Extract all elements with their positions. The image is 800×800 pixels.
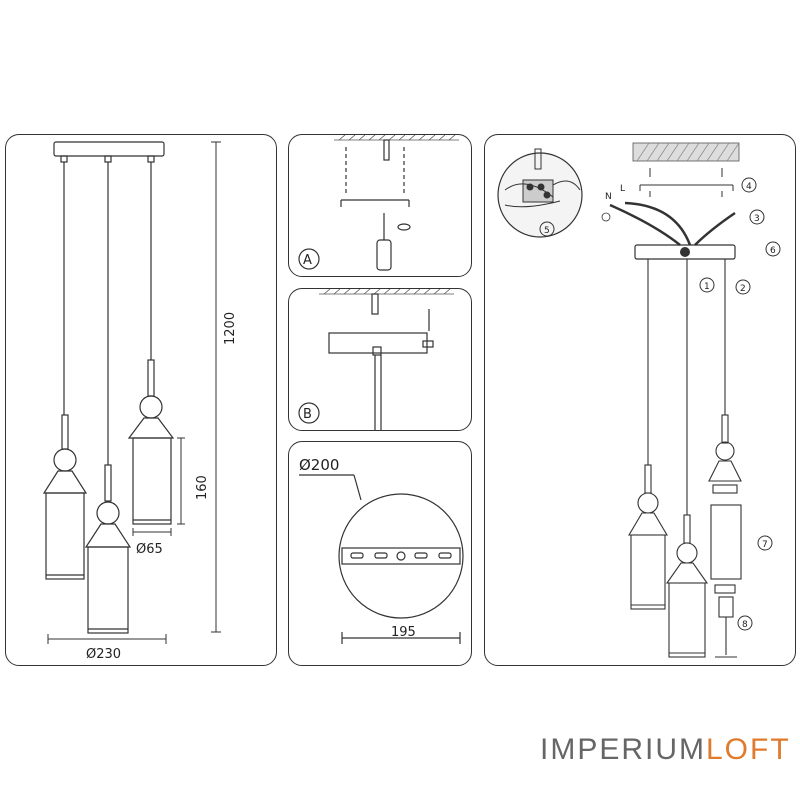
- callout-7: 7: [762, 540, 768, 550]
- panel-step-a: A: [288, 134, 472, 277]
- callout-8: 8: [742, 620, 748, 630]
- callout-2: 2: [740, 284, 746, 294]
- step-b-drawing: B: [298, 289, 454, 430]
- dimension-drawing: 1200 160 Ø65 Ø230: [42, 141, 238, 662]
- plate-diameter-label: Ø200: [299, 456, 339, 474]
- callout-1: 1: [704, 282, 710, 292]
- brand-logo: IMPERIUMLOFT: [540, 733, 791, 767]
- callout-3: 3: [754, 214, 760, 224]
- panel-installation: N L: [484, 134, 796, 666]
- brand-part-1: IMPERIUM: [540, 733, 706, 766]
- wire-l-label: L: [620, 184, 625, 194]
- installation-drawing: N L: [497, 142, 781, 658]
- brand-part-2: LOFT: [706, 733, 791, 766]
- callout-5: 5: [544, 226, 550, 236]
- height-label: 1200: [223, 312, 238, 345]
- panel-dimensions: 1200 160 Ø65 Ø230: [5, 134, 277, 666]
- step-a-label: A: [303, 253, 312, 268]
- panel-mounting-plate: Ø200 195: [288, 441, 472, 666]
- plate-drawing: Ø200 195: [299, 456, 464, 644]
- shade-height-label: 160: [195, 475, 210, 500]
- step-b-label: B: [303, 407, 312, 422]
- plate-holes-label: 195: [391, 625, 416, 640]
- callout-6: 6: [770, 246, 776, 256]
- panel-step-b: B: [288, 288, 472, 431]
- callout-4: 4: [746, 182, 752, 192]
- wire-n-label: N: [605, 192, 612, 202]
- step-a-drawing: A: [298, 135, 459, 271]
- shade-diameter-label: Ø65: [136, 542, 163, 557]
- canopy-diameter-label: Ø230: [86, 647, 121, 662]
